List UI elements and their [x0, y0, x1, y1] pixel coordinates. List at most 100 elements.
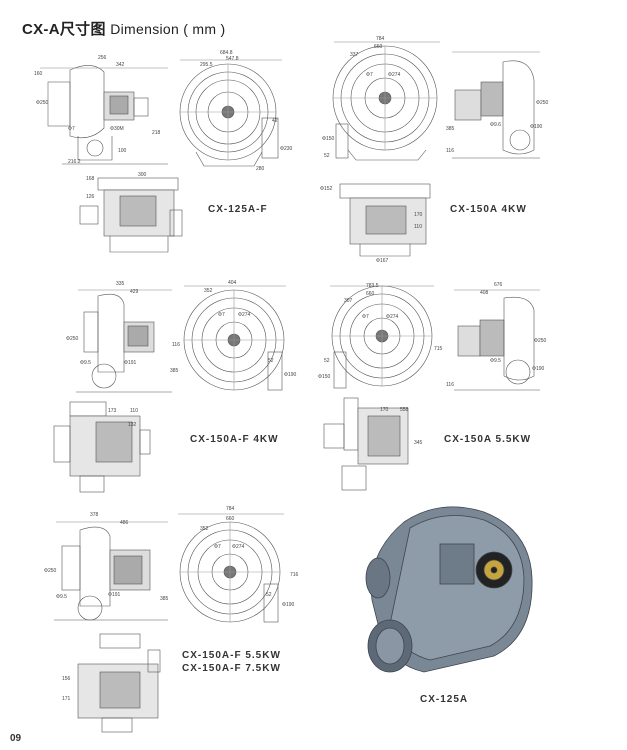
- drawing-cx150a55-side: [454, 289, 540, 391]
- drawing-cx150a4-front: [332, 41, 440, 161]
- model-label-cx150a-4kw: CX-150A 4KW: [450, 204, 527, 215]
- dim-label: 486: [120, 520, 129, 526]
- dim-label: 170: [380, 407, 389, 413]
- model-label-cx150af-4kw: CX-150A-F 4KW: [190, 434, 279, 445]
- drawing-cx125af-top: [79, 177, 183, 253]
- dim-label: 42: [272, 118, 278, 124]
- drawing-cx150af55-top: [77, 633, 161, 733]
- dim-label: 547.8: [226, 56, 239, 62]
- model-label-cx150a-5kw: CX-150A 5.5KW: [444, 434, 532, 445]
- dim-label: 110: [414, 224, 422, 230]
- dim-label: 110: [130, 408, 138, 414]
- dim-label: 116: [446, 148, 454, 154]
- dim-label: 216.2: [68, 159, 81, 165]
- drawing-cx125af-side: [40, 65, 168, 165]
- dim-label: 783.5: [366, 283, 379, 289]
- dim-label: Φ190: [284, 372, 297, 378]
- dim-label: Φ190: [532, 366, 545, 372]
- dimension-labels: 256 342 160 684.8 295.5 547.8 Φ250 Φ7 Φ3…: [34, 36, 549, 702]
- dim-label: 307: [344, 298, 353, 304]
- dim-label: 337: [350, 52, 359, 58]
- dim-label: 156: [62, 676, 71, 682]
- dim-label: 408: [480, 290, 489, 296]
- model-label-cx150af-7kw: CX-150A-F 7.5KW: [182, 663, 281, 674]
- dim-label: Φ9.6: [490, 122, 501, 128]
- dim-label: 676: [494, 282, 503, 288]
- drawing-cx150af55-front: [178, 513, 284, 623]
- dim-label: 558: [400, 407, 409, 413]
- model-label-cx125a: CX-125A: [420, 694, 469, 705]
- dim-label: 385: [160, 596, 169, 602]
- dim-label: 352: [204, 288, 213, 294]
- drawing-cx150a4-top: [339, 183, 431, 257]
- dim-label: Φ191: [108, 592, 121, 598]
- dim-label: 52: [266, 592, 272, 598]
- dim-label: 352: [200, 526, 209, 532]
- dim-label: 295.5: [200, 62, 213, 68]
- dim-label: 170: [414, 212, 423, 218]
- dim-label: Φ9.5: [490, 358, 501, 364]
- dim-label: 52: [268, 358, 274, 364]
- drawing-cx150a55-top: [323, 397, 409, 491]
- dim-label: 218: [152, 130, 161, 136]
- dim-label: 116: [172, 342, 180, 348]
- dim-label: Φ7: [362, 314, 369, 320]
- dim-label: 116: [446, 382, 454, 388]
- dim-label: Φ250: [66, 336, 79, 342]
- title-suffix: Dimension ( mm ): [110, 21, 226, 37]
- dim-label: Φ274: [386, 314, 399, 320]
- dim-label: Φ274: [232, 544, 245, 550]
- dim-label: 335: [116, 281, 125, 287]
- drawing-cx150af4-side: [76, 289, 172, 393]
- dim-label: 378: [90, 512, 99, 518]
- title-prefix: CX-A尺寸图: [22, 21, 106, 38]
- dim-label: 256: [98, 55, 107, 61]
- dim-label: 784: [226, 506, 235, 512]
- drawing-cx125af-front: [179, 59, 282, 167]
- dim-label: 404: [228, 280, 237, 286]
- dim-label: Φ7: [214, 544, 221, 550]
- model-label-cx150af-5kw: CX-150A-F 5.5KW: [182, 650, 281, 661]
- product-photo-cx125a: [365, 506, 533, 673]
- page-title: CX-A尺寸图 Dimension ( mm ): [22, 18, 226, 39]
- dim-label: 52: [324, 153, 330, 159]
- dim-label: Φ250: [536, 100, 549, 106]
- dim-label: Φ30M: [110, 126, 124, 132]
- dim-label: 345: [414, 440, 423, 446]
- dim-label: Φ150: [322, 136, 335, 142]
- dim-label: Φ7: [366, 72, 373, 78]
- dim-label: 342: [116, 62, 125, 68]
- dim-label: Φ250: [44, 568, 57, 574]
- dim-label: 168: [86, 176, 95, 182]
- dim-label: Φ274: [388, 72, 401, 78]
- dim-label: 160: [34, 71, 43, 77]
- dim-label: Φ150: [318, 374, 331, 380]
- dim-label: Φ167: [376, 258, 389, 264]
- dim-label: Φ9.5: [80, 360, 91, 366]
- drawing-cx150a4-side: [452, 51, 540, 159]
- dim-label: 173: [108, 408, 117, 414]
- dim-label: 171: [62, 696, 71, 702]
- dim-label: 784: [376, 36, 385, 42]
- page-number: 09: [10, 733, 22, 744]
- drawing-cx150af4-front: [183, 285, 286, 391]
- dim-label: 660: [366, 291, 375, 297]
- dim-label: 300: [138, 172, 147, 178]
- dim-label: 126: [86, 194, 95, 200]
- dim-label: 660: [374, 44, 383, 50]
- dim-label: 52: [324, 358, 330, 364]
- dim-label: Φ7: [68, 126, 75, 132]
- dim-label: 385: [446, 126, 455, 132]
- dim-label: Φ152: [320, 186, 333, 192]
- dim-label: Φ230: [280, 146, 293, 152]
- dim-label: 716: [290, 572, 299, 578]
- dim-label: Φ190: [530, 124, 543, 130]
- dim-label: Φ7: [218, 312, 225, 318]
- dim-label: 385: [170, 368, 179, 374]
- drawing-cx150af55-side: [54, 521, 168, 621]
- dim-label: Φ190: [282, 602, 295, 608]
- dim-label: 715: [434, 346, 443, 352]
- dim-label: 280: [256, 166, 265, 172]
- dim-label: Φ274: [238, 312, 251, 318]
- dim-label: Φ250: [36, 100, 49, 106]
